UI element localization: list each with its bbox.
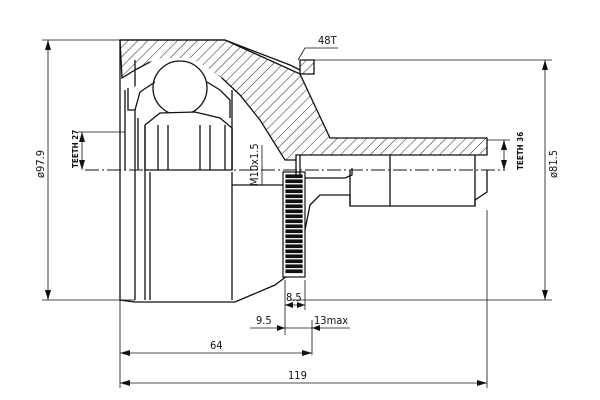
label-teeth-36: TEETH 36 xyxy=(516,132,525,170)
label-dim-13max: 13max xyxy=(314,314,348,327)
label-dim-64: 64 xyxy=(210,339,223,352)
abs-tooth xyxy=(285,259,303,264)
abs-tooth xyxy=(285,194,303,199)
abs-tooth xyxy=(285,249,303,254)
abs-tooth xyxy=(285,214,303,219)
lower-body xyxy=(149,172,285,300)
abs-ring xyxy=(282,171,306,278)
label-dim-8-5: 8.5 xyxy=(286,291,302,304)
abs-tooth xyxy=(285,244,303,249)
abs-tooth xyxy=(285,234,303,239)
label-dim-9-5: 9.5 xyxy=(256,314,272,327)
label-dim-119: 119 xyxy=(288,369,307,382)
ball-and-cage xyxy=(124,60,233,300)
abs-tooth xyxy=(285,224,303,229)
abs-tooth xyxy=(285,204,303,209)
abs-tooth xyxy=(285,179,303,184)
abs-tooth xyxy=(285,219,303,224)
abs-tooth xyxy=(285,199,303,204)
abs-tooth xyxy=(285,184,303,189)
ball xyxy=(152,60,208,116)
abs-tooth xyxy=(285,189,303,194)
label-diameter-right: ø81.5 xyxy=(547,150,560,178)
label-48t: 48T xyxy=(318,34,338,47)
dimension-lines xyxy=(42,39,552,388)
abs-tooth xyxy=(285,254,303,259)
abs-tooth xyxy=(285,239,303,244)
arrowheads xyxy=(45,40,548,386)
abs-tooth xyxy=(285,229,303,234)
abs-tooth xyxy=(285,264,303,269)
abs-tooth xyxy=(285,174,303,179)
label-teeth-27: TEETH 27 xyxy=(71,130,80,168)
abs-tooth xyxy=(285,209,303,214)
abs-ring-teeth xyxy=(285,174,303,274)
stub-shaft xyxy=(295,155,488,231)
label-diameter-left: ø97.9 xyxy=(34,150,47,178)
abs-tooth xyxy=(285,269,303,274)
label-thread-m10: M10x1.5 xyxy=(248,143,261,186)
